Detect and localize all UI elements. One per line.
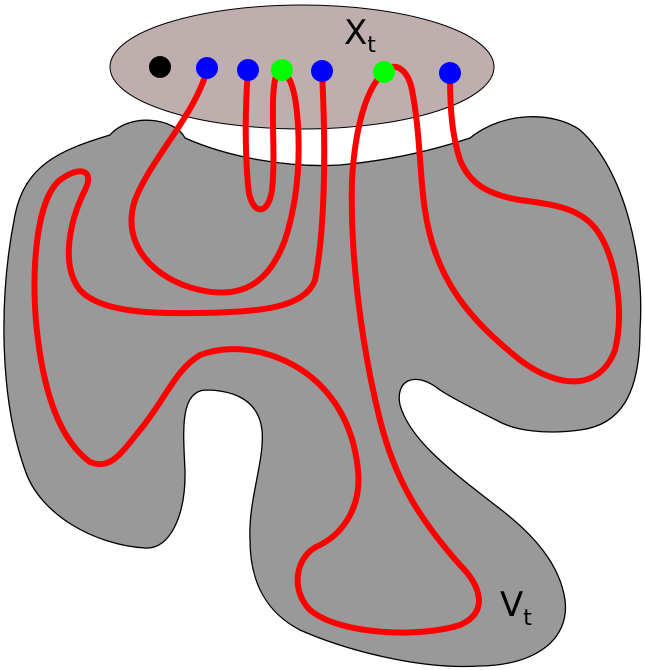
dot-blue-3 <box>311 60 333 82</box>
dot-black <box>149 56 171 78</box>
dot-green-1 <box>271 59 293 81</box>
dots-row <box>149 56 461 84</box>
label-vt-main: V <box>500 585 523 625</box>
dot-blue-4 <box>439 62 461 84</box>
label-vt: Vt <box>500 585 532 631</box>
red-path-c <box>31 69 482 636</box>
red-paths <box>31 63 622 636</box>
label-xt: Xt <box>344 13 376 58</box>
dot-blue-1 <box>196 57 218 79</box>
red-path-a <box>128 67 302 296</box>
dot-blue-2 <box>237 59 259 81</box>
label-xt-main: X <box>344 13 367 53</box>
label-xt-sub: t <box>367 33 376 58</box>
ellipse-xt <box>109 4 495 130</box>
dot-green-2 <box>373 61 395 83</box>
red-path-d <box>381 63 622 385</box>
label-vt-sub: t <box>523 606 532 631</box>
